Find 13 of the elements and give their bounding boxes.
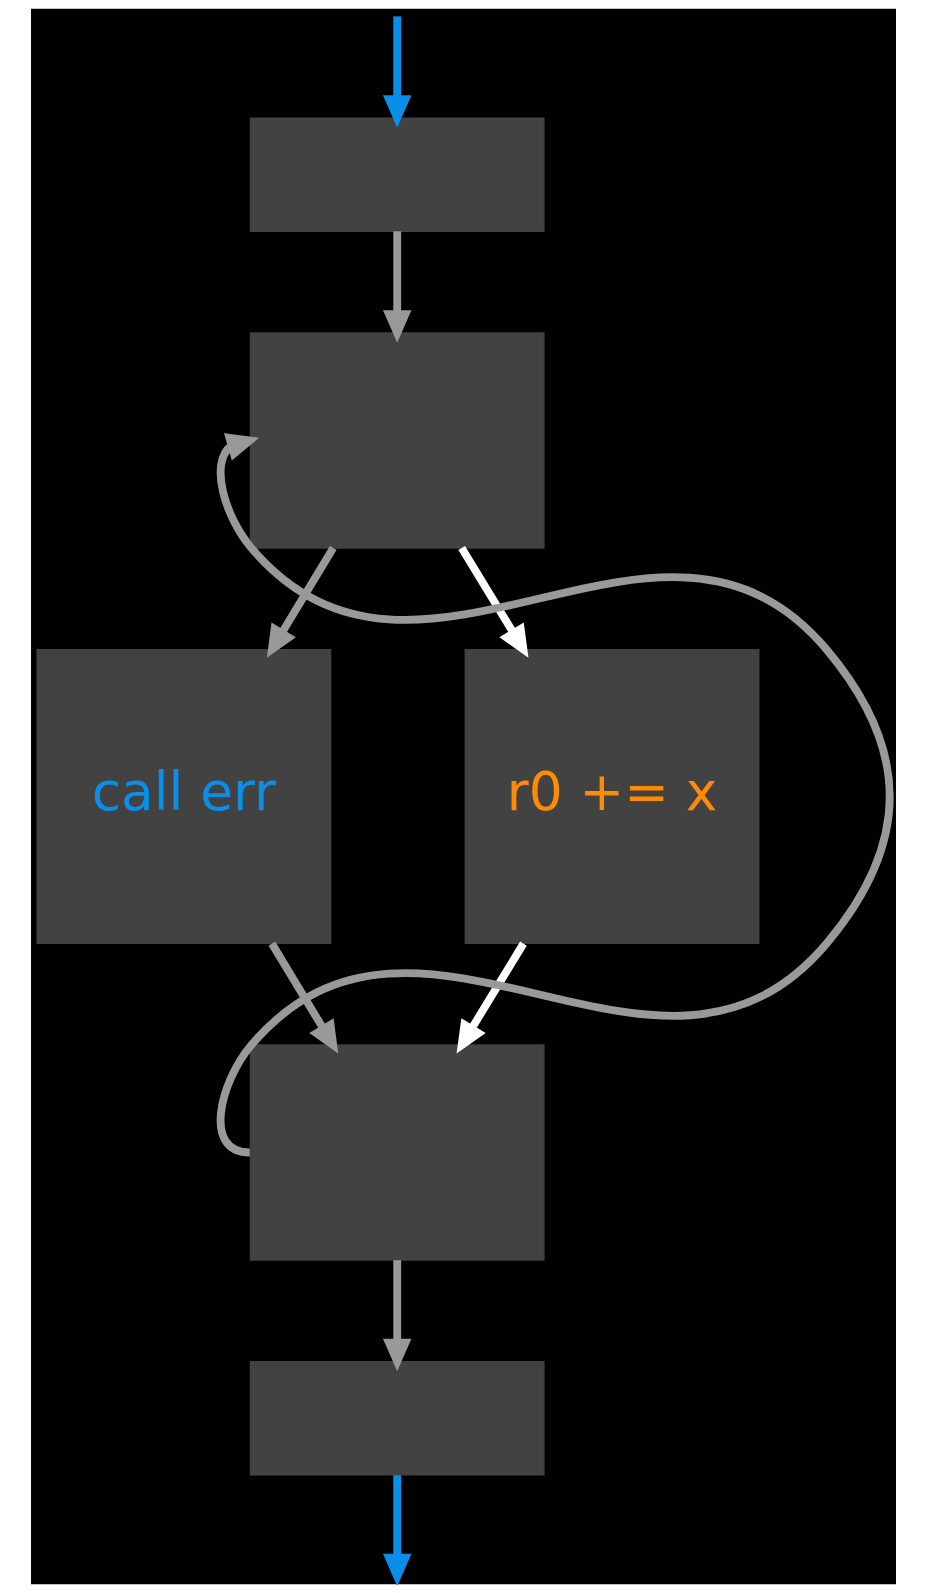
- node-box: [249, 117, 545, 232]
- arrow: [458, 545, 529, 658]
- arrow: [382, 1260, 412, 1372]
- arrow: [456, 941, 527, 1054]
- arrow: [382, 231, 412, 343]
- node-box: call err: [36, 649, 332, 944]
- arrow: [382, 1475, 412, 1585]
- node-box: [249, 1044, 545, 1261]
- arrow: [268, 941, 339, 1054]
- arrow: [266, 545, 337, 658]
- node-box: [249, 332, 545, 549]
- node-box: [249, 1361, 545, 1476]
- node-box: r0 += x: [464, 649, 760, 944]
